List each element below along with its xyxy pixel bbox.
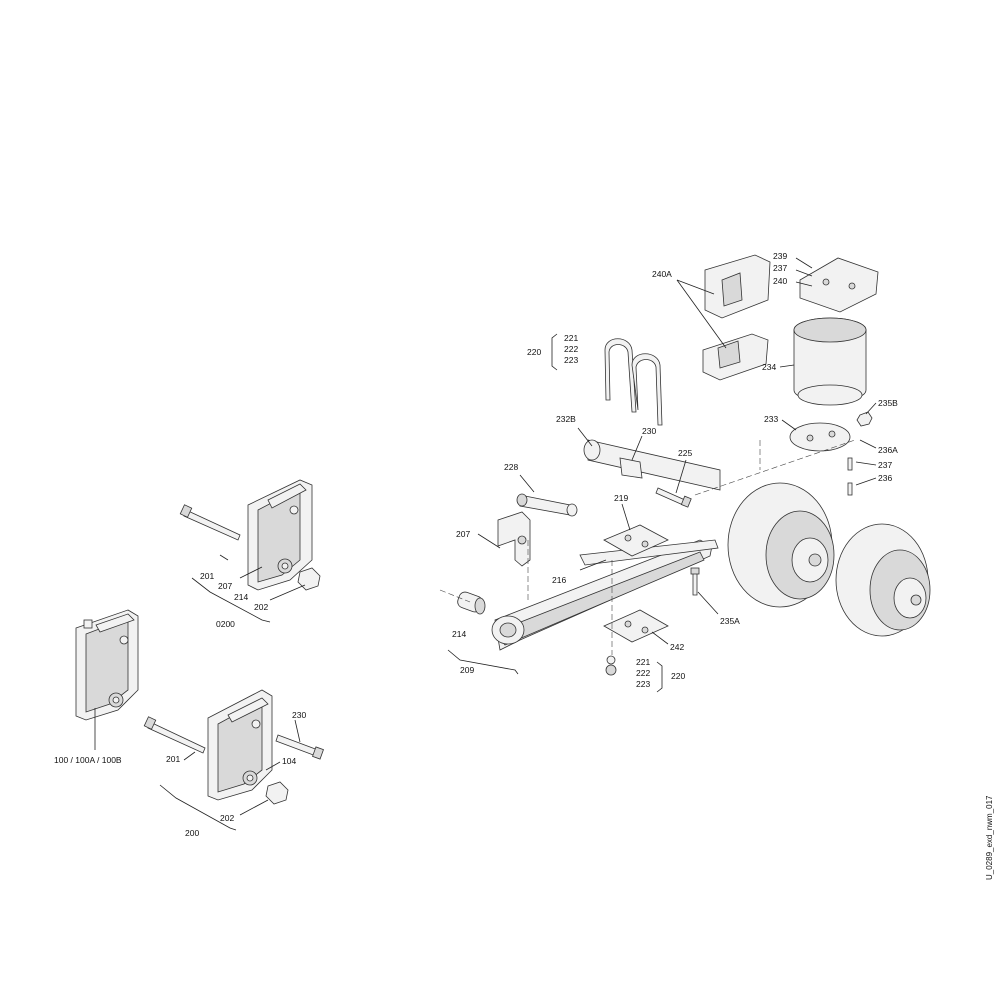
label-104: 104 bbox=[282, 756, 296, 766]
base-plate-233 bbox=[789, 422, 851, 452]
label-100: 100 / 100A / 100B bbox=[54, 755, 122, 765]
label-200: 200 bbox=[185, 828, 199, 838]
label-237-top: 237 bbox=[773, 263, 787, 273]
nut-235B bbox=[856, 411, 873, 427]
label-234: 234 bbox=[762, 362, 776, 372]
label-242: 242 bbox=[670, 642, 684, 652]
label-209: 209 bbox=[460, 665, 474, 675]
label-220-top: 220 bbox=[527, 347, 541, 357]
label-235A: 235A bbox=[720, 616, 740, 626]
plate-242 bbox=[603, 609, 669, 643]
bracket-assembly-0200 bbox=[179, 479, 321, 591]
label-236A: 236A bbox=[878, 445, 898, 455]
bushing-214 bbox=[457, 591, 486, 615]
label-232B: 232B bbox=[556, 414, 576, 424]
label-236: 236 bbox=[878, 473, 892, 483]
label-233: 233 bbox=[764, 414, 778, 424]
bracket-207 bbox=[497, 511, 531, 567]
label-207-left: 207 bbox=[218, 581, 232, 591]
brake-drum-right bbox=[835, 523, 931, 637]
label-230-left: 230 bbox=[292, 710, 306, 720]
u-bolts-220 bbox=[604, 338, 663, 426]
plate-219 bbox=[603, 524, 669, 557]
label-222-top: 222 bbox=[564, 344, 578, 354]
label-202-top: 202 bbox=[254, 602, 268, 612]
air-spring-234 bbox=[793, 317, 867, 406]
label-202-bottom: 202 bbox=[220, 813, 234, 823]
label-223-top: 223 bbox=[564, 355, 578, 365]
label-207-center: 207 bbox=[456, 529, 470, 539]
bracket-assembly-200 bbox=[143, 689, 324, 805]
drawing-code: U_0289_exd_nwm_017 bbox=[985, 795, 994, 880]
label-214-left: 214 bbox=[234, 592, 248, 602]
axle-beam-232B bbox=[583, 439, 721, 491]
bolt-225 bbox=[655, 487, 692, 508]
label-0200: 0200 bbox=[216, 619, 235, 629]
label-216: 216 bbox=[552, 575, 566, 585]
label-201-bottom: 201 bbox=[166, 754, 180, 764]
bolts-236 bbox=[847, 457, 853, 496]
label-223-bottom: 223 bbox=[636, 679, 650, 689]
label-237-right: 237 bbox=[878, 460, 892, 470]
leaf-spring-assembly bbox=[491, 539, 719, 651]
brake-drum-left bbox=[727, 482, 835, 608]
label-220-bottom: 220 bbox=[671, 671, 685, 681]
label-222-bottom: 222 bbox=[636, 668, 650, 678]
label-235B: 235B bbox=[878, 398, 898, 408]
label-225: 225 bbox=[678, 448, 692, 458]
bracket-assembly-100 bbox=[75, 609, 139, 721]
label-239: 239 bbox=[773, 251, 787, 261]
mount-bracket-240A-lower bbox=[702, 333, 769, 381]
nut-stack-220 bbox=[605, 655, 617, 676]
top-plate-240 bbox=[799, 257, 879, 313]
bolt-235A bbox=[690, 567, 700, 596]
label-221-top: 221 bbox=[564, 333, 578, 343]
label-221-bottom: 221 bbox=[636, 657, 650, 667]
labels: 201 207 214 202 0200 100 / 100A / 100B 2… bbox=[54, 251, 994, 880]
label-201-top: 201 bbox=[200, 571, 214, 581]
label-219: 219 bbox=[614, 493, 628, 503]
shock-absorber-228 bbox=[516, 493, 578, 517]
label-230-center: 230 bbox=[642, 426, 656, 436]
label-214-center: 214 bbox=[452, 629, 466, 639]
label-228: 228 bbox=[504, 462, 518, 472]
label-240A: 240A bbox=[652, 269, 672, 279]
mount-bracket-240A-upper bbox=[704, 254, 771, 319]
label-240: 240 bbox=[773, 276, 787, 286]
